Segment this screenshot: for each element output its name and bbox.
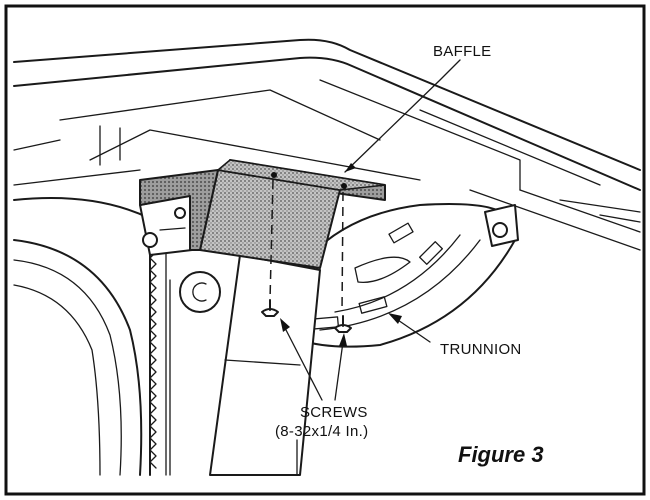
table-underside <box>13 38 641 251</box>
screw-spec-label: (8-32x1/4 In.) <box>275 423 368 440</box>
figure-caption: Figure 3 <box>458 442 544 467</box>
leader-lines <box>280 59 461 401</box>
trunnion-part <box>299 203 519 348</box>
baffle-part <box>139 159 386 269</box>
figure-border <box>4 4 646 496</box>
screw-assembly <box>261 179 352 476</box>
tension-knob <box>179 271 221 313</box>
trunnion-label: TRUNNION <box>440 341 522 358</box>
baffle-label: BAFFLE <box>433 43 491 60</box>
screws-label: SCREWS <box>300 404 368 421</box>
